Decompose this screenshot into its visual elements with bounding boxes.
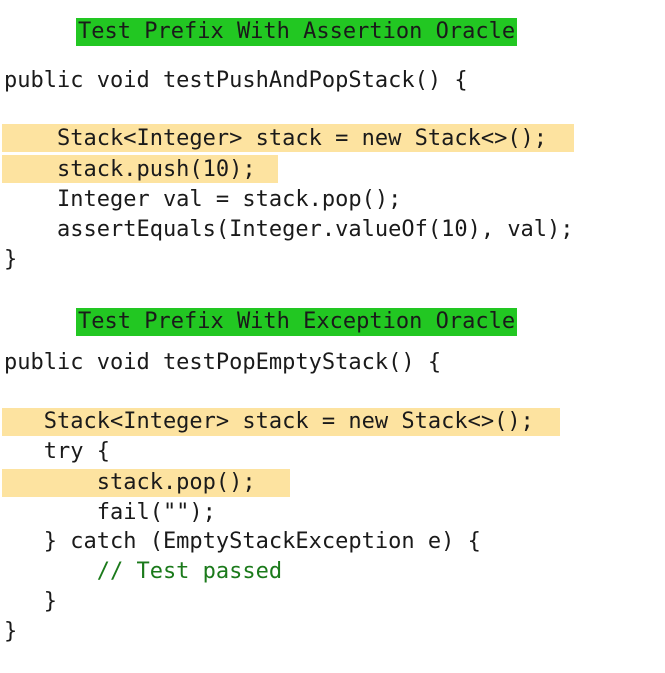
code-line: stack.pop(); bbox=[4, 470, 256, 495]
code-line: } catch (EmptyStackException e) { bbox=[4, 529, 481, 554]
prefix-highlight bbox=[2, 124, 574, 152]
assertion-oracle-title: Test Prefix With Assertion Oracle bbox=[76, 18, 518, 46]
code-line: try { bbox=[4, 439, 110, 464]
comment-line: // Test passed bbox=[4, 559, 283, 584]
code-line: assertEquals(Integer.valueOf(10), val); bbox=[4, 217, 574, 242]
code-line: } bbox=[4, 247, 18, 272]
code-line: } bbox=[4, 619, 18, 644]
code-line: Integer val = stack.pop(); bbox=[4, 187, 402, 212]
code-line: public void testPushAndPopStack() { bbox=[4, 68, 468, 93]
code-line: stack.push(10); bbox=[4, 157, 256, 182]
code-line: Stack<Integer> stack = new Stack<>(); bbox=[4, 126, 548, 151]
code-line: fail(""); bbox=[4, 500, 216, 525]
prefix-highlight bbox=[2, 155, 278, 183]
code-line: } bbox=[4, 589, 57, 614]
code-line: public void testPopEmptyStack() { bbox=[4, 350, 442, 375]
code-line: Stack<Integer> stack = new Stack<>(); bbox=[4, 409, 534, 434]
exception-oracle-title: Test Prefix With Exception Oracle bbox=[76, 308, 518, 336]
prefix-highlight bbox=[2, 408, 560, 436]
prefix-highlight bbox=[2, 469, 290, 497]
